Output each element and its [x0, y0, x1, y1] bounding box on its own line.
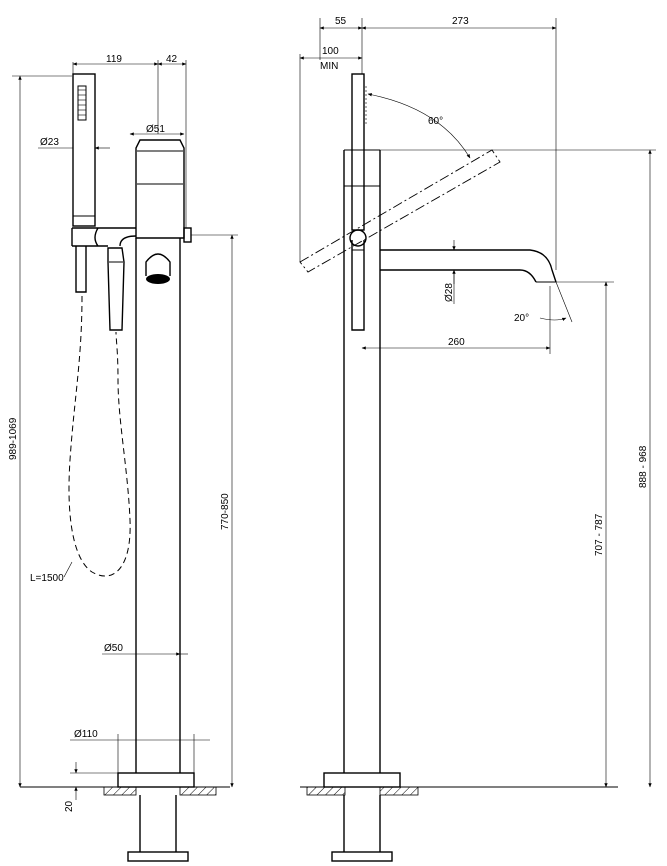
dia-28-label: Ø28 [444, 283, 455, 302]
height-outlet-label: 770-850 [220, 493, 231, 530]
front-hand-shower-bracket [71, 227, 137, 247]
dim-100-label: 100 [322, 46, 339, 57]
front-shower-handle [75, 246, 87, 293]
side-underfloor-flange [331, 851, 393, 862]
hose-length-label: L=1500 [30, 573, 64, 584]
side-floor-hatch-left [306, 786, 346, 796]
front-underfloor-flange [127, 851, 189, 862]
front-mixer-body [135, 139, 185, 239]
side-floor-hatch-right [379, 786, 419, 796]
angle-60-arc [367, 93, 471, 159]
depth-20-label: 20 [64, 800, 75, 812]
side-underfloor-pipe [343, 795, 381, 852]
height-top-label: 888 - 968 [638, 445, 649, 488]
dim-55-label: 55 [335, 16, 347, 27]
front-spout-aerator [146, 274, 170, 284]
side-lever-rotated [299, 149, 501, 273]
side-main-column [343, 150, 381, 773]
front-main-column [135, 238, 181, 773]
height-spout-label: 707 - 787 [594, 513, 605, 556]
dim-42-label: 42 [166, 54, 178, 65]
dia-23-label: Ø23 [40, 137, 59, 148]
front-floor-hatch-left [103, 786, 137, 796]
side-hand-shower [351, 73, 365, 231]
angle-60-label: 60° [428, 116, 443, 127]
dia-50-label: Ø50 [104, 643, 123, 654]
dim-273-label: 273 [452, 16, 469, 27]
front-shower-hose [68, 295, 131, 577]
front-lever-knob [183, 227, 192, 243]
side-shower-pivot [349, 229, 367, 247]
side-spout [380, 249, 557, 283]
dia-51-label: Ø51 [146, 124, 165, 135]
front-view: L=1500 119 42 Ø23 Ø51 Ø50 Ø110 989-1069 [8, 54, 238, 862]
angle-20-label: 20° [514, 313, 529, 324]
front-shower-nozzles [77, 85, 87, 121]
front-base-rosette [117, 772, 195, 788]
side-view: 60° 55 273 100 MIN Ø28 20° 260 707 - 787 [299, 16, 656, 862]
dim-119-label: 119 [106, 54, 122, 65]
dim-260-label: 260 [448, 337, 465, 348]
dim-min-label: MIN [320, 61, 338, 72]
front-hose-connector [107, 247, 125, 331]
side-hand-shower-lower [351, 240, 365, 331]
side-base-rosette [323, 772, 401, 788]
front-floor-hatch-right [179, 786, 217, 796]
height-total-label: 989-1069 [8, 417, 19, 460]
front-underfloor-pipe [139, 795, 177, 852]
front-hand-shower [72, 73, 96, 227]
dia-110-label: Ø110 [74, 729, 98, 740]
front-spout-outlet [145, 253, 171, 276]
